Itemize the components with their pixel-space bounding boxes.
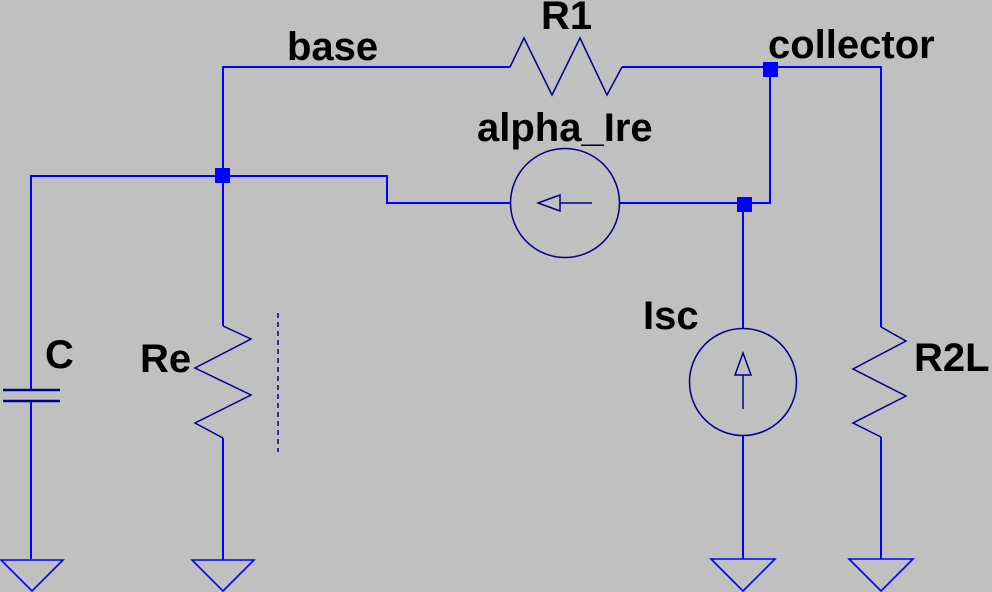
resistor-r1[interactable] xyxy=(509,36,623,97)
junction-isc-tap-node xyxy=(737,197,752,212)
ground-icon-re[interactable] xyxy=(190,559,256,592)
junction-base-node xyxy=(215,168,230,183)
wire-base-node[interactable] xyxy=(222,66,510,176)
arrow-up-icon xyxy=(733,350,753,376)
component-label-r2l[interactable]: R2L xyxy=(914,336,990,380)
arrow-left-icon xyxy=(535,193,561,213)
junction-collector-node xyxy=(763,62,778,77)
component-label-alpha-ire[interactable]: alpha_Ire xyxy=(477,106,653,150)
resistor-re[interactable] xyxy=(193,325,253,439)
net-label-base[interactable]: base xyxy=(287,25,378,69)
ground-icon-r2l[interactable] xyxy=(847,558,915,592)
current-source-circle xyxy=(509,147,621,259)
wire-collector-drop[interactable] xyxy=(620,67,771,204)
component-label-isc[interactable]: Isc xyxy=(643,294,699,338)
current-source-alpha-ire[interactable] xyxy=(509,147,621,259)
ground-icon-c[interactable] xyxy=(0,559,65,592)
component-label-r1[interactable]: R1 xyxy=(541,0,592,38)
net-label-collector[interactable]: collector xyxy=(768,23,935,67)
current-source-circle xyxy=(688,327,798,437)
component-label-re[interactable]: Re xyxy=(140,337,191,381)
component-label-c[interactable]: C xyxy=(45,333,74,377)
wire-r1-to-r2l[interactable] xyxy=(622,66,882,327)
ground-icon-isc[interactable] xyxy=(709,558,777,592)
capacitor-c[interactable] xyxy=(3,388,60,403)
resistor-r2l[interactable] xyxy=(851,326,908,438)
wire-base-to-alpha-source[interactable] xyxy=(30,175,510,390)
current-source-isc[interactable] xyxy=(688,327,798,437)
